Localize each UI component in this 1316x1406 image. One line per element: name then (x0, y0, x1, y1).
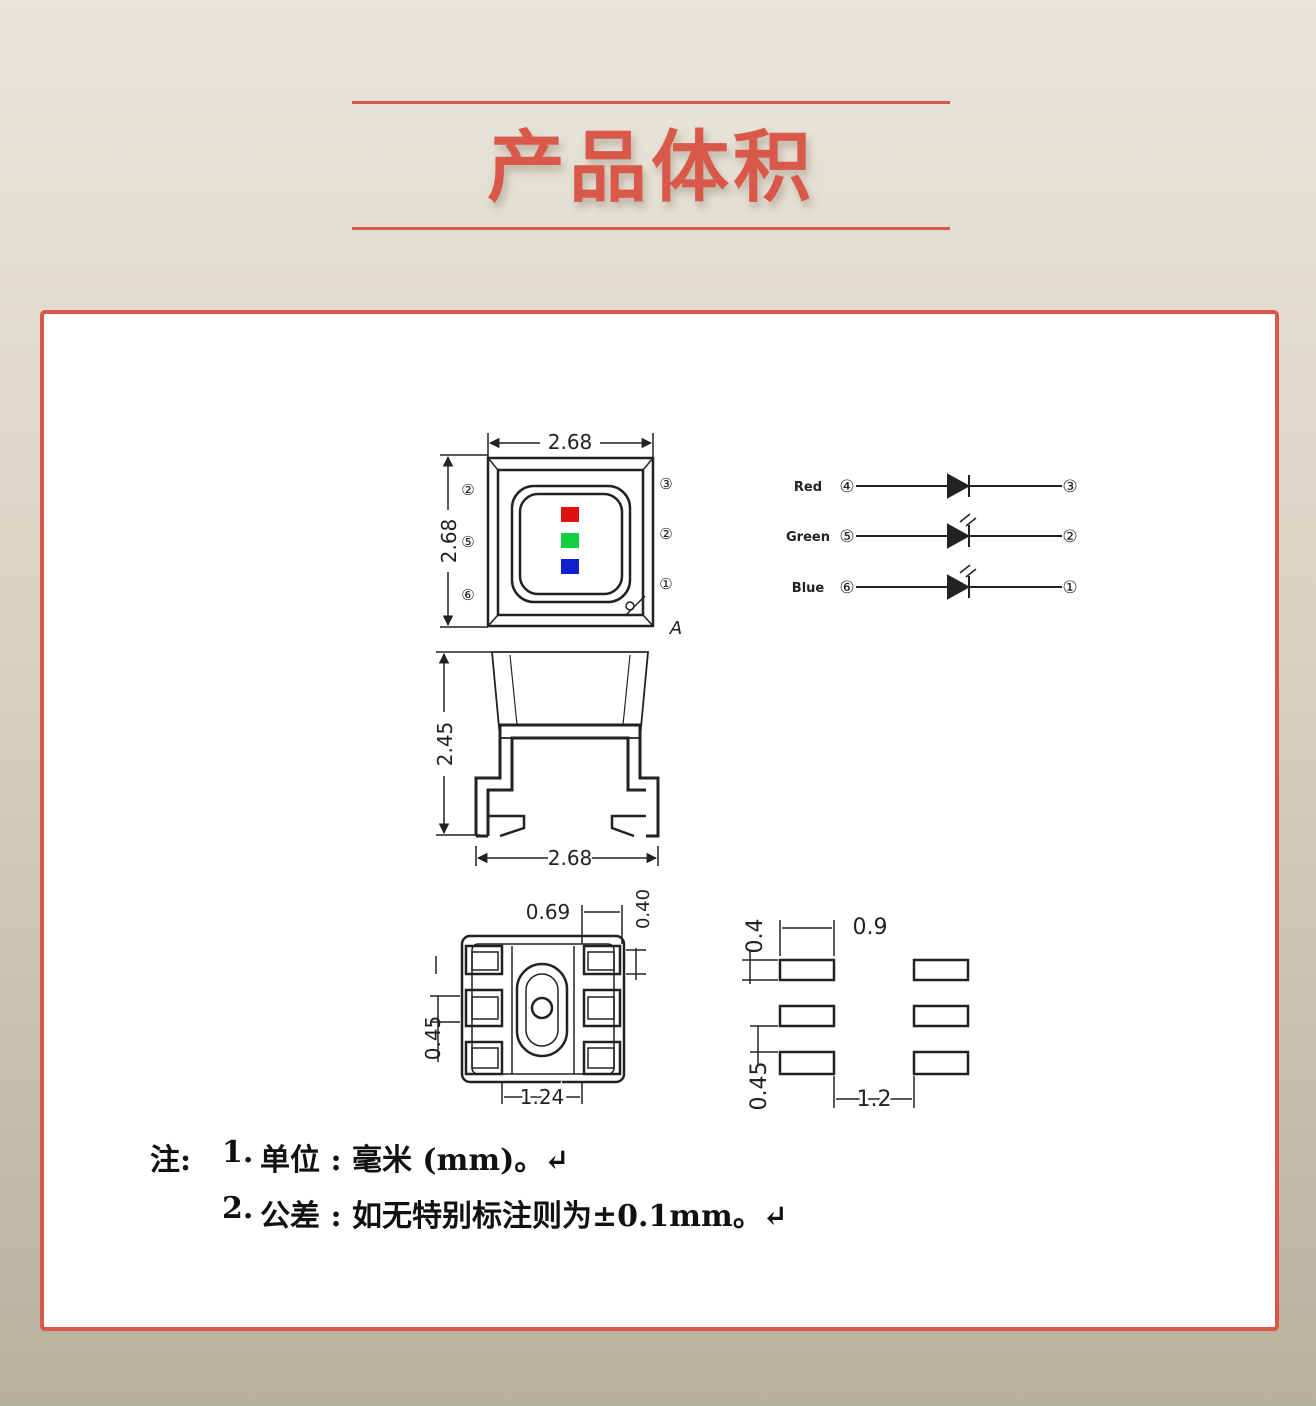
led-chip-red (561, 507, 579, 522)
schematic-pin-left-2: ⑤ (839, 527, 854, 547)
schematic-label-blue: Blue (792, 581, 825, 596)
notes-prefix: 注: (150, 1143, 192, 1178)
bottom-dim-top: 0.69 (526, 900, 571, 924)
schematic-pin-right-1: ③ (1062, 477, 1077, 497)
note-1-text: 单位 : 毫米 (mm)。↵ (260, 1143, 570, 1178)
pad-dim-left-bottom: 0.45 (747, 1062, 772, 1111)
pad-layout (742, 920, 970, 1108)
pad-dim-left-top: 0.4 (743, 919, 768, 954)
corner-mark: A (669, 618, 682, 639)
bottom-dim-top-right: 0.40 (633, 889, 654, 929)
schematic (856, 473, 1062, 600)
side-view (436, 651, 660, 866)
side-height-label: 2.45 (433, 722, 457, 767)
pin-label-left-1: ② (461, 481, 474, 499)
note-1-number: 1. (222, 1135, 254, 1170)
pad-dim-bottom: 1.2 (857, 1087, 892, 1112)
top-width-label: 2.68 (548, 430, 593, 454)
schematic-row-green (856, 513, 1062, 549)
title-top-rule (352, 101, 950, 104)
note-2-text: 公差 : 如无特别标注则为±0.1mm。↵ (260, 1199, 788, 1234)
side-width-label: 2.68 (548, 846, 593, 870)
schematic-pin-left-3: ⑥ (839, 578, 854, 598)
schematic-label-red: Red (794, 480, 822, 495)
schematic-label-green: Green (786, 530, 830, 545)
schematic-row-red (856, 473, 1062, 499)
bottom-view (430, 905, 646, 1104)
pin-label-right-2: ② (659, 525, 672, 543)
title-bottom-rule (352, 227, 950, 230)
schematic-pin-right-3: ① (1062, 578, 1077, 598)
bottom-dim-left: 0.45 (421, 1016, 445, 1061)
schematic-pin-right-2: ② (1062, 527, 1077, 547)
led-chip-blue (561, 559, 579, 574)
schematic-pin-left-1: ④ (839, 477, 854, 497)
pin-label-left-2: ⑤ (461, 533, 474, 551)
note-2-number: 2. (222, 1191, 254, 1226)
pin-label-left-3: ⑥ (461, 586, 474, 604)
pin-label-right-3: ① (659, 575, 672, 593)
pad-dim-top: 0.9 (853, 915, 888, 940)
top-height-label: 2.68 (437, 519, 461, 564)
led-chip-green (561, 533, 579, 548)
schematic-row-blue (856, 564, 1062, 600)
page-title: 产品体积 (486, 123, 815, 213)
bottom-dim-bottom: 1.24 (520, 1085, 565, 1109)
top-view (440, 433, 655, 628)
pin-label-right-1: ③ (659, 475, 672, 493)
